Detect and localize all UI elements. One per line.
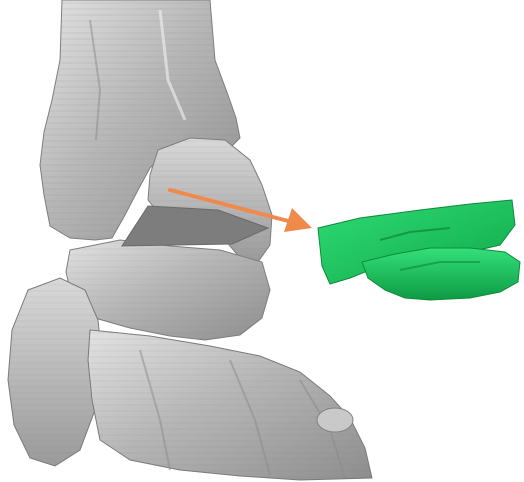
calcaneus-bone: [8, 278, 102, 466]
forefoot-bones: [88, 330, 372, 480]
extracted-segment: [318, 200, 520, 300]
